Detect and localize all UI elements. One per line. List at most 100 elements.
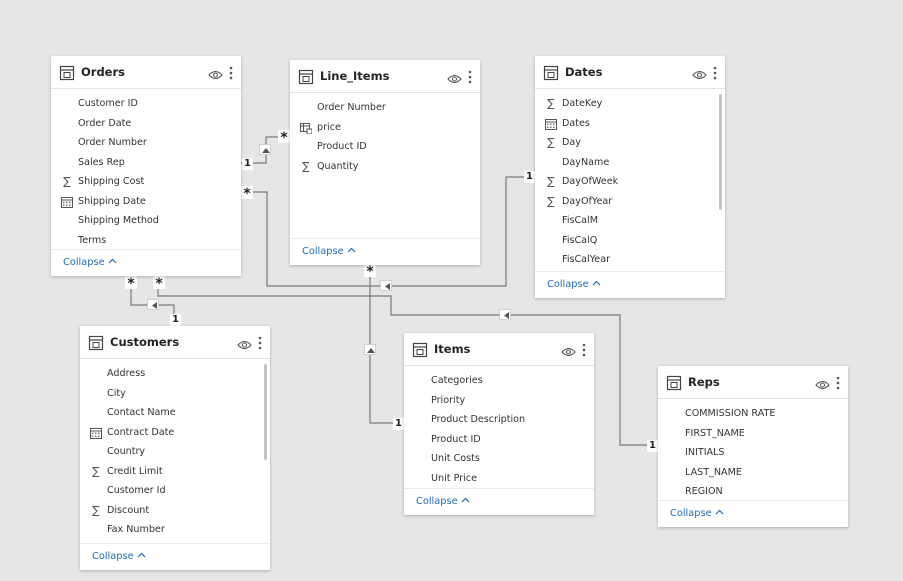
more-options-icon[interactable] [467, 69, 473, 84]
field-item[interactable]: COMMISSION RATE [658, 404, 848, 424]
eye-icon[interactable] [692, 66, 707, 80]
collapse-label: Collapse [670, 508, 712, 519]
collapse-link[interactable]: Collapse [670, 508, 724, 519]
eye-icon[interactable] [561, 343, 576, 357]
field-item[interactable]: Product ID [290, 137, 480, 157]
field-item[interactable]: Order Number [51, 133, 241, 153]
cardinality-many-label: * [153, 276, 165, 292]
field-item[interactable]: Fax Number [80, 520, 270, 540]
field-item[interactable]: ∑Credit Limit [80, 462, 270, 482]
field-item[interactable]: Contract Date [80, 423, 270, 443]
field-item[interactable]: REGION [658, 482, 848, 501]
field-item[interactable]: Order Date [51, 114, 241, 134]
cardinality-many-label: * [278, 130, 290, 146]
field-item[interactable]: FisCalM [535, 211, 725, 231]
field-item[interactable]: FisCalQ [535, 231, 725, 251]
field-item[interactable]: City [80, 384, 270, 404]
filter-left-arrow-icon[interactable] [499, 309, 511, 320]
field-label: FisCalM [562, 215, 599, 226]
table-card-header[interactable]: Orders [51, 56, 241, 89]
field-item[interactable]: FIRST_NAME [658, 424, 848, 444]
field-item[interactable]: ∑DayOfWeek [535, 172, 725, 192]
field-item[interactable]: Address [80, 364, 270, 384]
field-item[interactable]: ∑Shipping Cost [51, 172, 241, 192]
table-card-header[interactable]: Line_Items [290, 60, 480, 93]
field-item[interactable]: INITIALS [658, 443, 848, 463]
field-item[interactable]: ∑Quantity [290, 157, 480, 177]
field-item[interactable]: ∑DateKey [535, 94, 725, 114]
collapse-link[interactable]: Collapse [302, 246, 356, 257]
filter-left-arrow-icon[interactable] [147, 299, 159, 310]
field-item[interactable]: FisCalYear [535, 250, 725, 270]
eye-icon[interactable] [447, 70, 462, 84]
more-options-icon[interactable] [581, 342, 587, 357]
chevron-up-icon [712, 508, 724, 519]
collapse-link[interactable]: Collapse [63, 257, 117, 268]
table-title: Reps [688, 375, 720, 389]
field-item[interactable]: ∑Day [535, 133, 725, 153]
table-icon [412, 342, 428, 358]
field-item[interactable]: Customer Id [80, 481, 270, 501]
field-item[interactable]: Sales Rep [51, 153, 241, 173]
table-card-header[interactable]: Items [404, 333, 594, 366]
field-label: Product Description [431, 414, 526, 425]
table-card-header[interactable]: Dates [535, 56, 725, 89]
filter-left-arrow-icon[interactable] [380, 280, 392, 291]
sum-icon: ∑ [92, 503, 100, 517]
field-item[interactable]: Priority [404, 391, 594, 411]
collapse-link[interactable]: Collapse [92, 551, 146, 562]
more-options-icon[interactable] [257, 335, 263, 350]
more-options-icon[interactable] [835, 375, 841, 390]
table-card-header[interactable]: Reps [658, 366, 848, 399]
collapse-label: Collapse [63, 257, 105, 268]
field-item[interactable]: Product ID [404, 430, 594, 450]
field-item[interactable]: Shipping Method [51, 211, 241, 231]
field-item[interactable]: Categories [404, 371, 594, 391]
collapse-link[interactable]: Collapse [416, 496, 470, 507]
table-title: Orders [81, 65, 125, 79]
field-item[interactable]: Shipping Date [51, 192, 241, 212]
eye-icon[interactable] [237, 336, 252, 350]
eye-icon[interactable] [208, 66, 223, 80]
filter-up-arrow-icon[interactable] [364, 344, 376, 355]
table-icon [543, 65, 559, 81]
scrollbar[interactable] [264, 364, 267, 460]
more-options-icon[interactable] [712, 65, 718, 80]
field-item[interactable]: LAST_NAME [658, 463, 848, 483]
filter-up-arrow-icon[interactable] [259, 144, 271, 155]
field-item[interactable]: price [290, 118, 480, 138]
field-item[interactable]: Unit Costs [404, 449, 594, 469]
field-item[interactable]: ∑Discount [80, 501, 270, 521]
field-item[interactable]: ∑DayOfYear [535, 192, 725, 212]
field-label: Shipping Method [78, 215, 159, 226]
chevron-up-icon [589, 279, 601, 290]
scrollbar[interactable] [719, 94, 722, 210]
field-item[interactable]: Order Number [290, 98, 480, 118]
field-label: Shipping Date [78, 195, 146, 207]
table-card-header[interactable]: Customers [80, 326, 270, 359]
field-item[interactable]: Customer ID [51, 94, 241, 114]
eye-icon[interactable] [815, 376, 830, 390]
field-item[interactable]: Country [80, 442, 270, 462]
field-label: Sales Rep [78, 156, 125, 168]
field-item[interactable]: Unit Price [404, 469, 594, 489]
field-item[interactable]: DayName [535, 153, 725, 173]
more-options-icon[interactable] [228, 65, 234, 80]
field-item[interactable]: Contact Name [80, 403, 270, 423]
field-item[interactable]: Dates [535, 114, 725, 134]
sum-icon: ∑ [63, 175, 71, 188]
field-item[interactable]: Product Description [404, 410, 594, 430]
field-label: Order Number [317, 102, 386, 113]
sum-icon: ∑ [92, 464, 100, 478]
field-item[interactable]: Terms [51, 231, 241, 251]
sum-icon: ∑ [302, 159, 310, 173]
field-label: DateKey [562, 98, 603, 109]
collapse-link[interactable]: Collapse [547, 279, 601, 290]
